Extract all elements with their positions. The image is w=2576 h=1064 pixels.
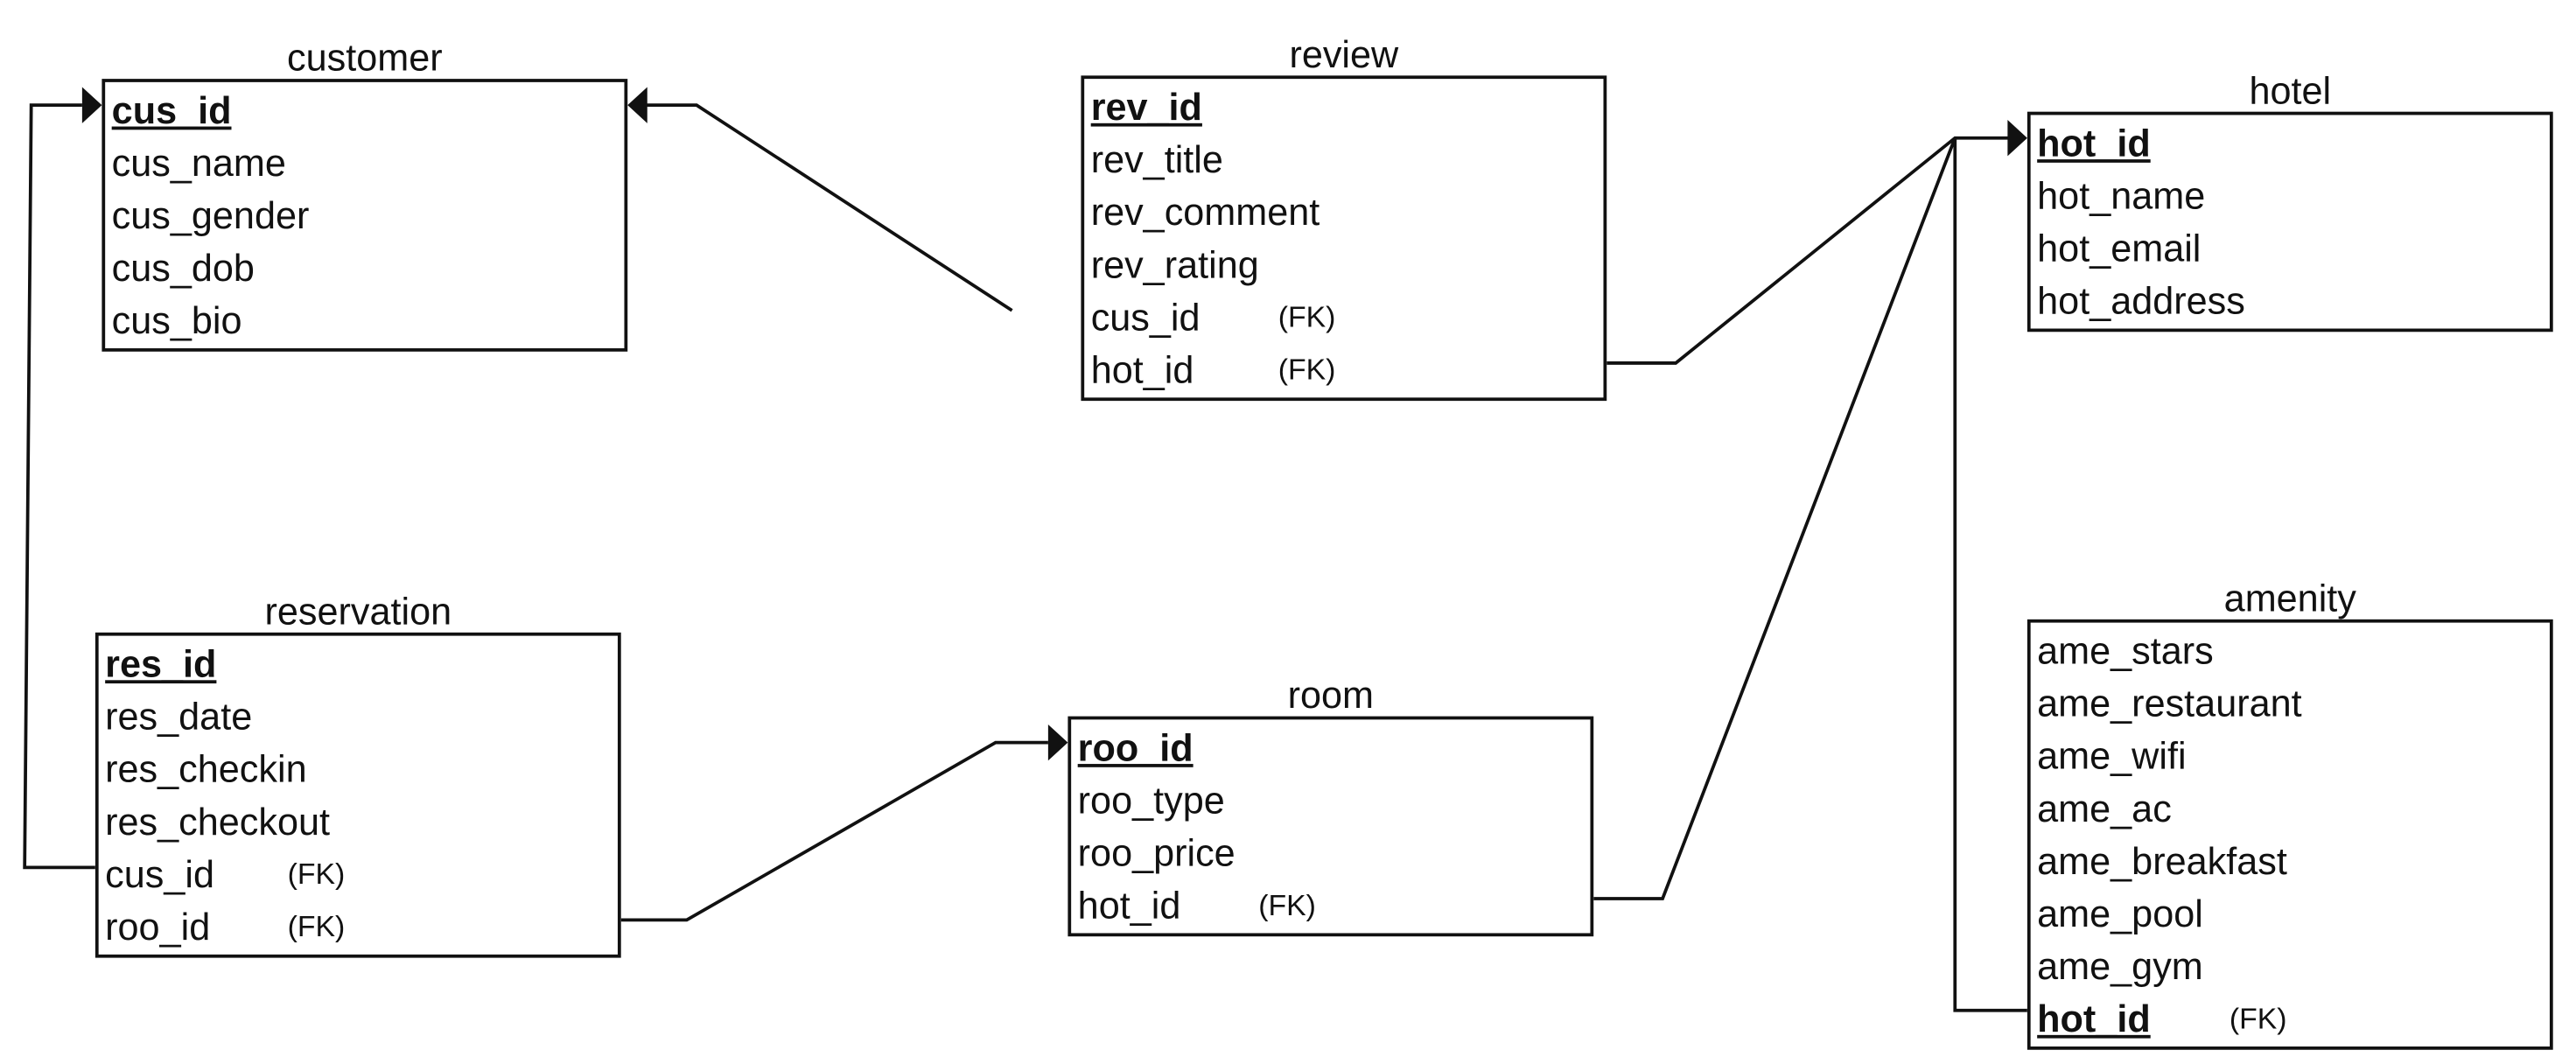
- relationship-line: [620, 740, 1048, 922]
- fk-marker: (FK): [1278, 353, 1336, 387]
- relationship-line: [1953, 137, 2027, 1012]
- fk-marker: (FK): [1258, 888, 1316, 922]
- field-row: cus_name: [105, 136, 624, 189]
- fk-marker: (FK): [1278, 300, 1336, 334]
- field-row: ame_ac: [2031, 782, 2550, 835]
- field-name: hot_id: [2037, 997, 2151, 1040]
- field-name: cus_name: [111, 141, 286, 185]
- field-name: roo_price: [1077, 831, 1236, 874]
- field-name: res_id: [105, 642, 217, 685]
- field-row: ame_pool: [2031, 887, 2550, 940]
- field-row: roo_price: [1071, 826, 1590, 878]
- field-name: roo_id: [105, 905, 211, 948]
- field-name: ame_ac: [2037, 787, 2172, 830]
- field-row: hot_id (FK): [2031, 992, 2550, 1045]
- field-row: rev_rating: [1084, 238, 1603, 290]
- field-name: hot_id: [2037, 121, 2151, 164]
- relationship-line: [1593, 137, 1957, 900]
- field-name: ame_restaurant: [2037, 682, 2302, 724]
- field-row: rev_title: [1084, 133, 1603, 186]
- field-row: cus_gender: [105, 189, 624, 242]
- field-name: hot_address: [2037, 279, 2245, 322]
- field-row: rev_comment: [1084, 186, 1603, 238]
- arrowhead-icon: [81, 87, 102, 123]
- fk-marker: (FK): [287, 910, 346, 943]
- fk-marker: (FK): [287, 858, 346, 891]
- field-row: res_date: [99, 690, 618, 743]
- fk-marker: (FK): [2229, 1002, 2287, 1035]
- entity-title: review: [1289, 32, 1399, 76]
- field-name: hot_id: [1077, 884, 1181, 927]
- field-row: roo_id: [1071, 721, 1590, 774]
- field-name: ame_pool: [2037, 892, 2203, 935]
- field-name: rev_rating: [1090, 242, 1259, 286]
- field-row: rev_id: [1084, 80, 1603, 133]
- field-name: cus_id: [111, 88, 232, 132]
- field-name: cus_gender: [111, 193, 310, 237]
- field-name: ame_gym: [2037, 944, 2203, 988]
- entity-title: hotel: [2249, 68, 2332, 112]
- entity-title: customer: [287, 36, 443, 80]
- entity-box: roo_id roo_type roo_price hot_id (FK): [1068, 716, 1594, 937]
- field-row: ame_restaurant: [2031, 677, 2550, 730]
- field-name: roo_type: [1077, 778, 1225, 822]
- field-name: rev_comment: [1090, 190, 1320, 234]
- field-name: rev_id: [1090, 85, 1202, 129]
- field-name: rev_title: [1090, 137, 1223, 181]
- entity-box: cus_id cus_name cus_gender cus_dob cus_bio: [102, 79, 628, 352]
- field-name: res_checkin: [105, 747, 307, 791]
- field-row: hot_email: [2031, 221, 2550, 274]
- field-row: res_checkin: [99, 743, 618, 795]
- field-row: cus_id: [105, 84, 624, 136]
- field-row: hot_id (FK): [1084, 343, 1603, 396]
- field-row: roo_type: [1071, 774, 1590, 826]
- field-row: cus_id (FK): [1084, 290, 1603, 343]
- field-name: cus_bio: [111, 298, 242, 342]
- field-name: hot_name: [2037, 174, 2206, 217]
- entity-title: room: [1287, 673, 1375, 717]
- arrowhead-icon: [1047, 724, 1068, 761]
- field-row: ame_breakfast: [2031, 835, 2550, 887]
- field-name: ame_breakfast: [2037, 839, 2287, 883]
- entity-title: reservation: [264, 590, 452, 633]
- relationship-lines: [23, 87, 2027, 1012]
- arrowhead-icon: [2007, 120, 2027, 157]
- field-row: hot_id: [2031, 116, 2550, 169]
- field-row: hot_id (FK): [1071, 878, 1590, 931]
- field-name: hot_id: [1090, 348, 1194, 391]
- field-name: res_checkout: [105, 800, 331, 844]
- field-name: roo_id: [1077, 725, 1194, 769]
- field-row: ame_gym: [2031, 940, 2550, 992]
- entity-title: amenity: [2223, 577, 2356, 620]
- field-name: cus_dob: [111, 246, 255, 290]
- field-name: res_date: [105, 695, 253, 738]
- field-name: cus_id: [1090, 295, 1200, 339]
- field-name: cus_id: [105, 852, 214, 896]
- field-row: cus_id (FK): [99, 848, 618, 900]
- field-name: ame_wifi: [2037, 734, 2187, 778]
- field-row: cus_bio: [105, 294, 624, 346]
- field-row: roo_id (FK): [99, 900, 618, 953]
- field-name: hot_email: [2037, 227, 2202, 270]
- field-name: ame_stars: [2037, 629, 2214, 672]
- arrowhead-icon: [627, 87, 648, 123]
- field-row: cus_dob: [105, 242, 624, 294]
- relationship-line: [23, 103, 95, 870]
- field-row: res_id: [99, 637, 618, 690]
- relationship-line: [645, 103, 1013, 312]
- field-row: hot_address: [2031, 275, 2550, 327]
- relationship-line: [1606, 136, 2012, 365]
- field-row: res_checkout: [99, 795, 618, 848]
- field-row: ame_wifi: [2031, 730, 2550, 782]
- entity-box: hot_id hot_name hot_email hot_address: [2026, 111, 2553, 332]
- field-row: ame_stars: [2031, 624, 2550, 676]
- field-row: hot_name: [2031, 169, 2550, 221]
